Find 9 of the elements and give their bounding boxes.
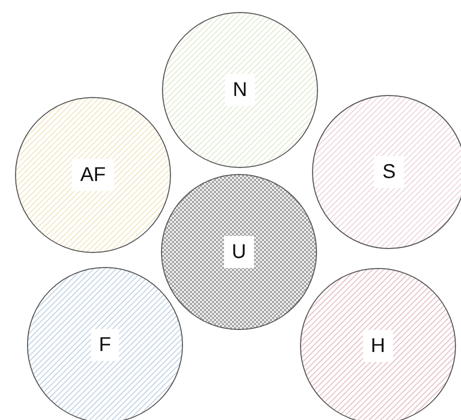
circle-label: AF xyxy=(72,159,114,191)
hatched-circle xyxy=(162,12,318,168)
hatched-circle xyxy=(161,174,317,330)
circle-label: U xyxy=(224,236,254,268)
circle-label: N xyxy=(224,74,256,106)
circle-label: H xyxy=(362,330,394,362)
circle-label: S xyxy=(374,156,404,188)
circle-label: F xyxy=(90,329,120,361)
hatched-circle xyxy=(15,97,171,253)
